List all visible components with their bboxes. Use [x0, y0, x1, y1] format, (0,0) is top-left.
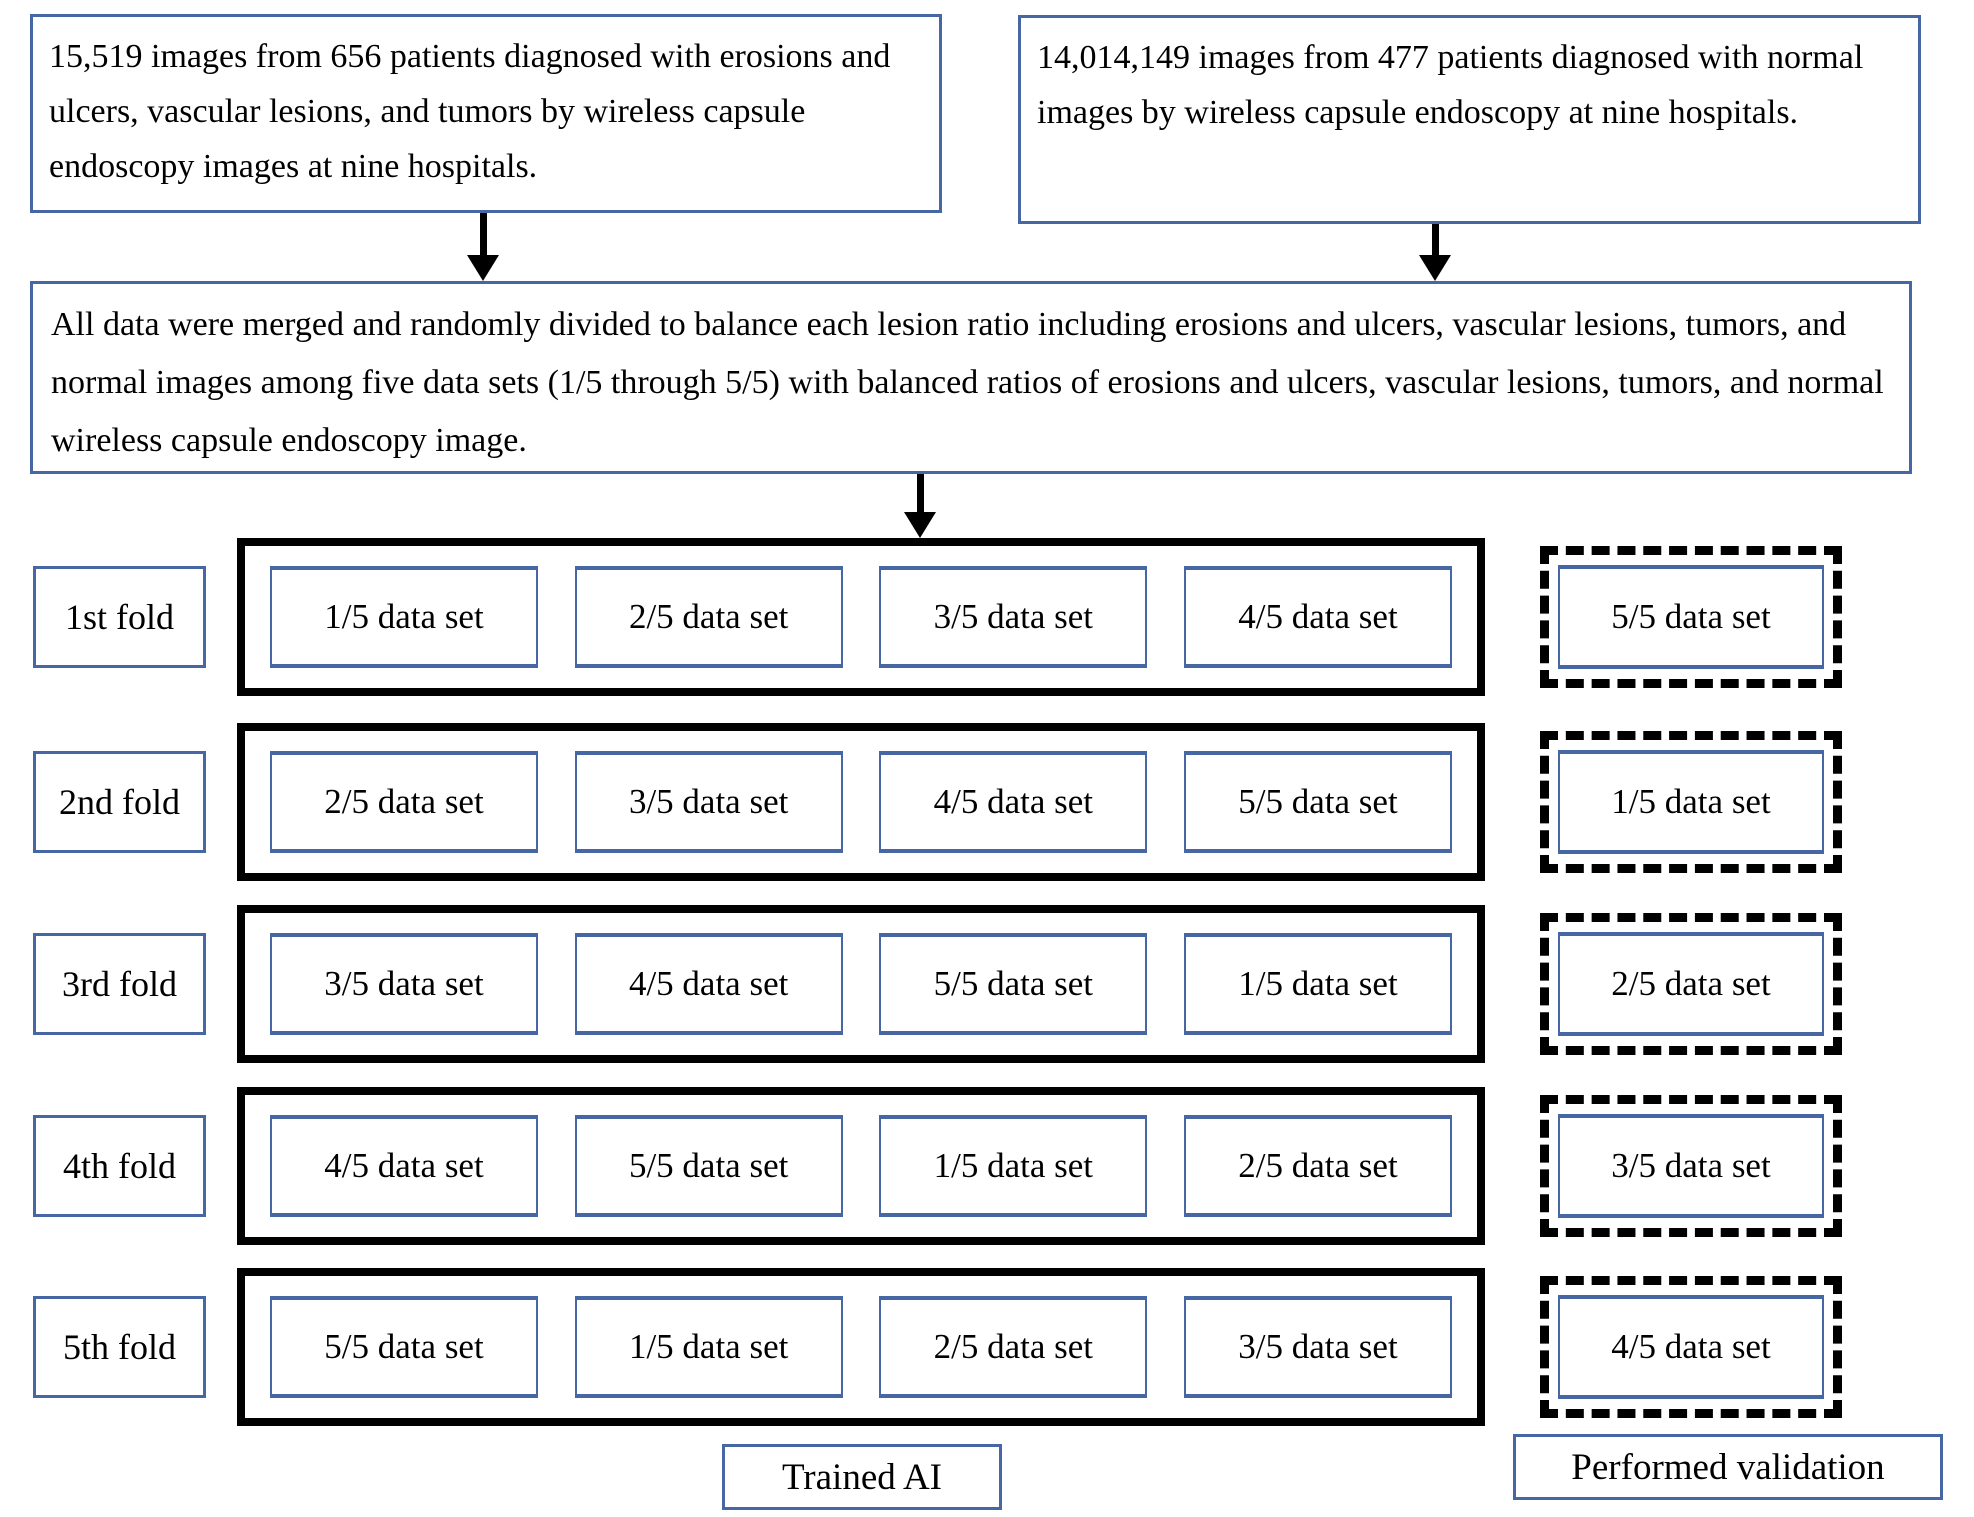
- train-dataset-box: 5/5 data set: [270, 1296, 538, 1398]
- train-dataset-box: 4/5 data set: [270, 1115, 538, 1217]
- arrow-shaft: [916, 474, 924, 512]
- train-dataset-box: 1/5 data set: [574, 1296, 843, 1398]
- train-dataset-box: 3/5 data set: [879, 566, 1148, 668]
- train-dataset-box: 4/5 data set: [879, 751, 1148, 853]
- fold-label: 5th fold: [33, 1296, 206, 1398]
- train-dataset-box: 5/5 data set: [1183, 751, 1452, 853]
- train-set-container: 3/5 data set 4/5 data set 5/5 data set 1…: [237, 905, 1485, 1063]
- train-dataset-box: 3/5 data set: [574, 751, 843, 853]
- train-dataset-box: 5/5 data set: [574, 1115, 843, 1217]
- fold-row-4: 4th fold 4/5 data set 5/5 data set 1/5 d…: [0, 1087, 1974, 1245]
- train-dataset-box: 1/5 data set: [270, 566, 538, 668]
- down-arrow-icon: [1419, 224, 1451, 281]
- train-set-container: 1/5 data set 2/5 data set 3/5 data set 4…: [237, 538, 1485, 696]
- fold-label: 2nd fold: [33, 751, 206, 853]
- down-arrow-icon: [467, 213, 499, 281]
- validation-dataset-box: 3/5 data set: [1558, 1114, 1824, 1218]
- train-dataset-box: 5/5 data set: [879, 933, 1148, 1035]
- train-dataset-box: 2/5 data set: [1183, 1115, 1452, 1217]
- source-box-normal-images: 14,014,149 images from 477 patients diag…: [1018, 15, 1921, 224]
- train-dataset-box: 3/5 data set: [1183, 1296, 1452, 1398]
- train-set-container: 5/5 data set 1/5 data set 2/5 data set 3…: [237, 1268, 1485, 1426]
- validation-dataset-box: 1/5 data set: [1558, 750, 1824, 854]
- train-set-container: 4/5 data set 5/5 data set 1/5 data set 2…: [237, 1087, 1485, 1245]
- validation-dataset-box: 2/5 data set: [1558, 932, 1824, 1036]
- source-box-lesion-images: 15,519 images from 656 patients diagnose…: [30, 14, 942, 213]
- train-dataset-box: 4/5 data set: [574, 933, 843, 1035]
- validation-set-container: 5/5 data set: [1540, 546, 1842, 688]
- train-dataset-box: 4/5 data set: [1183, 566, 1452, 668]
- down-arrow-icon: [904, 474, 936, 538]
- train-dataset-box: 2/5 data set: [574, 566, 843, 668]
- performed-validation-label: Performed validation: [1513, 1434, 1943, 1500]
- validation-dataset-box: 5/5 data set: [1558, 565, 1824, 669]
- arrow-head: [467, 255, 499, 281]
- arrow-head: [1419, 255, 1451, 281]
- train-dataset-box: 1/5 data set: [879, 1115, 1148, 1217]
- train-dataset-box: 2/5 data set: [270, 751, 538, 853]
- fold-row-5: 5th fold 5/5 data set 1/5 data set 2/5 d…: [0, 1268, 1974, 1426]
- arrow-head: [904, 512, 936, 538]
- arrow-shaft: [1431, 224, 1439, 255]
- train-dataset-box: 1/5 data set: [1183, 933, 1452, 1035]
- fold-label: 4th fold: [33, 1115, 206, 1217]
- trained-ai-label: Trained AI: [722, 1444, 1002, 1510]
- fold-row-1: 1st fold 1/5 data set 2/5 data set 3/5 d…: [0, 538, 1974, 696]
- train-set-container: 2/5 data set 3/5 data set 4/5 data set 5…: [237, 723, 1485, 881]
- validation-set-container: 3/5 data set: [1540, 1095, 1842, 1237]
- fold-row-2: 2nd fold 2/5 data set 3/5 data set 4/5 d…: [0, 723, 1974, 881]
- fold-row-3: 3rd fold 3/5 data set 4/5 data set 5/5 d…: [0, 905, 1974, 1063]
- validation-set-container: 4/5 data set: [1540, 1276, 1842, 1418]
- merge-description-box: All data were merged and randomly divide…: [30, 281, 1912, 474]
- fold-label: 3rd fold: [33, 933, 206, 1035]
- fold-label: 1st fold: [33, 566, 206, 668]
- validation-set-container: 1/5 data set: [1540, 731, 1842, 873]
- train-dataset-box: 2/5 data set: [879, 1296, 1148, 1398]
- validation-set-container: 2/5 data set: [1540, 913, 1842, 1055]
- train-dataset-box: 3/5 data set: [270, 933, 538, 1035]
- arrow-shaft: [479, 213, 487, 255]
- validation-dataset-box: 4/5 data set: [1558, 1295, 1824, 1399]
